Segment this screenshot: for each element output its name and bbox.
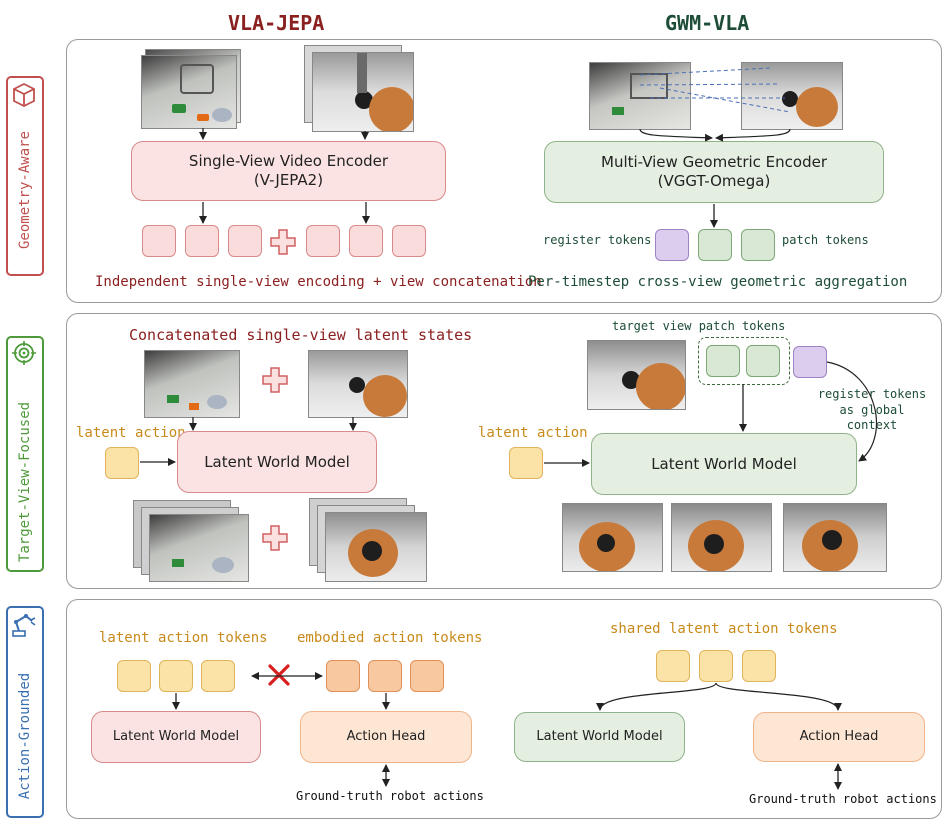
vla-jepa-header: VLA-JEPA <box>228 11 325 35</box>
target-patch-token <box>746 345 780 377</box>
plus-icon <box>270 229 296 255</box>
view-token <box>185 225 219 257</box>
action-panel <box>66 599 942 819</box>
target-patch-token <box>706 345 740 377</box>
future-right-photo <box>325 512 427 582</box>
latent-action-token <box>117 660 151 692</box>
closeup-frame-photo <box>312 52 414 132</box>
plus-icon <box>262 525 288 551</box>
left-encoder-title: Single-View Video Encoder <box>188 152 389 171</box>
left-view-photo <box>144 350 240 418</box>
predicted-target-photo <box>783 503 887 572</box>
register-tokens-label: register tokens <box>543 233 652 247</box>
view-token <box>228 225 262 257</box>
view-token <box>392 225 426 257</box>
view-token <box>142 225 176 257</box>
action-head-left: Action Head <box>300 711 472 763</box>
right-view-photo <box>308 350 408 418</box>
target-patch-group <box>698 337 790 385</box>
patch-token <box>741 229 775 261</box>
latent-action-token <box>201 660 235 692</box>
robot-arm-icon <box>10 612 38 638</box>
side-action-grounded: Action-Grounded <box>6 606 44 818</box>
register-global-label: register tokens as global context <box>817 387 927 433</box>
single-view-video-encoder: Single-View Video Encoder (V-JEPA2) <box>131 141 446 201</box>
target-view-patch-tokens-label: target view patch tokens <box>612 319 786 333</box>
ground-truth-left: Ground-truth robot actions <box>296 789 484 803</box>
concatenated-states-title: Concatenated single-view latent states <box>129 326 473 344</box>
multi-view-geometric-encoder: Multi-View Geometric Encoder (VGGT-Omega… <box>544 141 884 203</box>
view-token <box>349 225 383 257</box>
shared-action-token <box>656 650 690 682</box>
shared-action-token <box>742 650 776 682</box>
shared-action-token <box>699 650 733 682</box>
right-wm-label: Latent World Model <box>651 454 797 473</box>
latent-action-tokens-label: latent action tokens <box>99 630 268 646</box>
latent-world-model-left: Latent World Model <box>177 431 377 493</box>
future-left-photo <box>149 514 249 582</box>
right-geometry-caption: Per-timestep cross-view geometric aggreg… <box>528 274 908 290</box>
embodied-action-tokens-label: embodied action tokens <box>297 630 483 646</box>
plus-icon <box>262 367 288 393</box>
predicted-target-photo <box>562 503 663 572</box>
side-target-view-focused: Target-View-Focused <box>6 336 44 572</box>
register-token <box>793 346 827 378</box>
latent-world-model-action-left: Latent World Model <box>91 711 261 763</box>
shared-tokens-label: shared latent action tokens <box>610 621 838 637</box>
latent-action-token <box>509 447 543 479</box>
left-encoder-sub: (V-JEPA2) <box>253 171 324 189</box>
patch-token <box>698 229 732 261</box>
action-head-right-label: Action Head <box>799 728 879 744</box>
latent-action-left-label: latent action <box>76 425 186 441</box>
robot-frame-photo <box>141 55 237 129</box>
predicted-target-photo <box>671 503 772 572</box>
embodied-action-token <box>368 660 402 692</box>
left-geometry-caption: Independent single-view encoding + view … <box>95 274 542 290</box>
latent-world-model-action-right: Latent World Model <box>514 712 685 762</box>
target-icon <box>12 341 36 365</box>
action-head-right: Action Head <box>753 712 925 762</box>
action-left-wm-label: Latent World Model <box>112 728 240 744</box>
target-view-photo <box>587 340 686 410</box>
register-token <box>655 229 689 261</box>
embodied-action-token <box>410 660 444 692</box>
view-token <box>306 225 340 257</box>
view-a-photo <box>589 62 691 130</box>
action-head-left-label: Action Head <box>346 728 426 744</box>
latent-world-model-right: Latent World Model <box>591 433 857 495</box>
latent-action-token <box>159 660 193 692</box>
right-encoder-title: Multi-View Geometric Encoder <box>601 153 827 172</box>
gwm-vla-header: GWM-VLA <box>665 11 750 35</box>
left-wm-label: Latent World Model <box>204 452 350 471</box>
latent-action-right-label: latent action <box>478 425 588 441</box>
right-encoder-sub: (VGGT-Omega) <box>657 172 771 190</box>
patch-tokens-label: patch tokens <box>782 233 869 247</box>
ground-truth-right: Ground-truth robot actions <box>749 792 937 806</box>
latent-action-token <box>105 447 139 479</box>
view-b-photo <box>741 62 843 130</box>
cube-icon <box>12 82 36 108</box>
action-right-wm-label: Latent World Model <box>536 728 663 744</box>
embodied-action-token <box>326 660 360 692</box>
side-geometry-aware: Geometry-Aware <box>6 76 44 276</box>
